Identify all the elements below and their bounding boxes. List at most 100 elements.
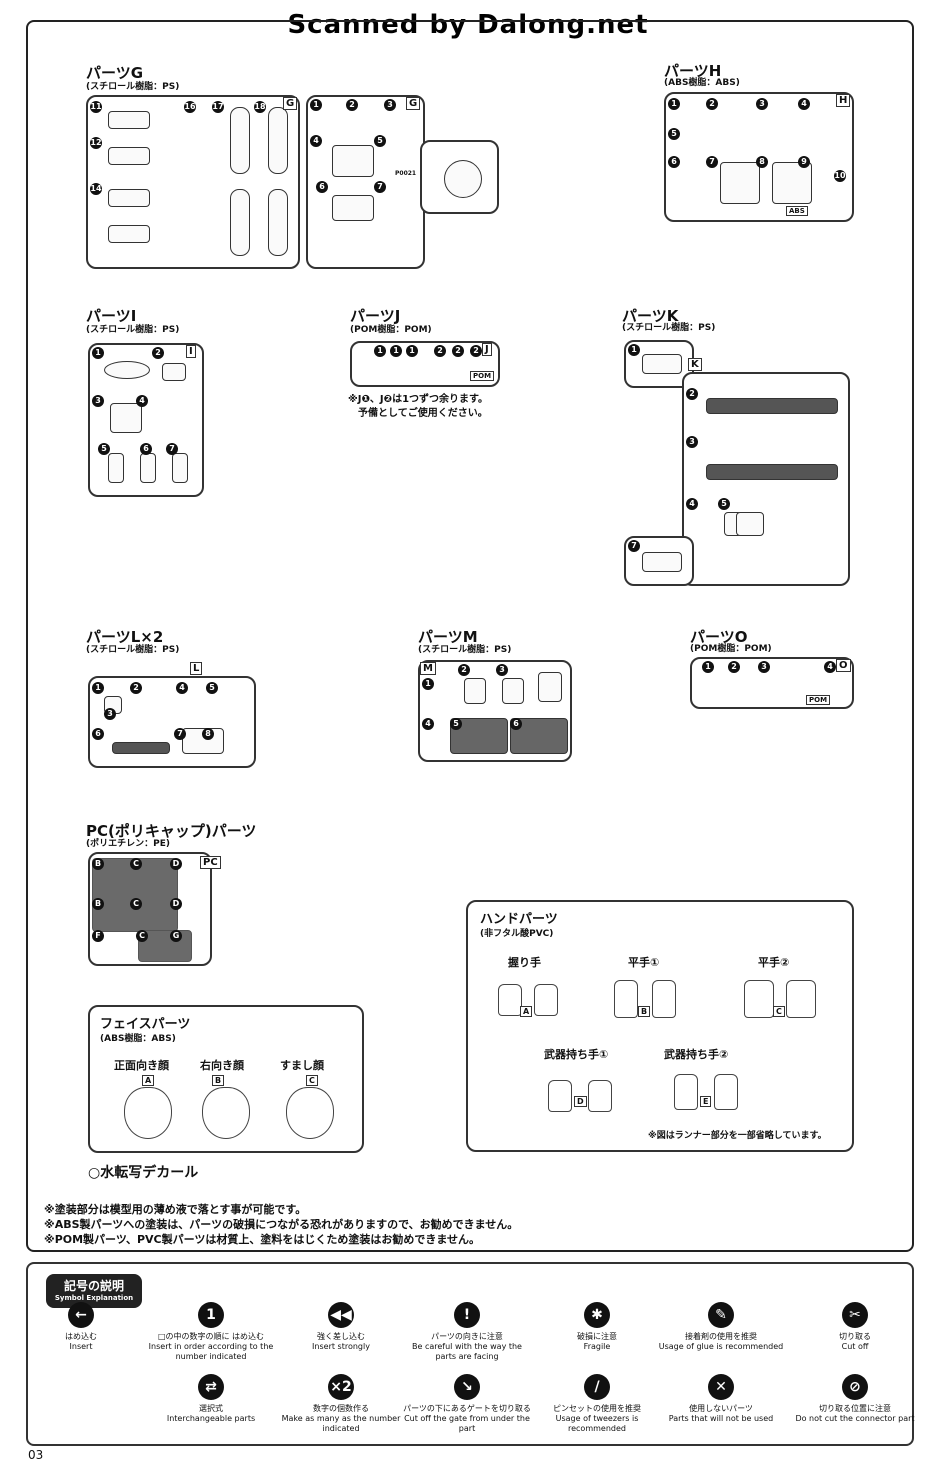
symbol-jp: ピンセットの使用を推奨 <box>553 1404 641 1413</box>
symbol-jp: 使用しないパーツ <box>689 1404 753 1413</box>
hand-label-2: 平手② <box>758 956 790 969</box>
symbol-jp: はめ込む <box>65 1332 97 1341</box>
hand-parts-panel: ハンドパーツ (非フタル酸PVC) 握り手 平手① 平手② A B C 武器持ち… <box>466 900 854 1152</box>
symbol-jp: 選択式 <box>199 1404 223 1413</box>
symbol-jp: 破損に注意 <box>577 1332 617 1341</box>
symbol-icon: ×2 <box>328 1374 354 1400</box>
runner-g-letter-2: G <box>406 97 421 110</box>
symbol-icon: ⇄ <box>198 1374 224 1400</box>
page-number: 03 <box>28 1448 44 1462</box>
face-parts-panel: フェイスパーツ (ABS樹脂：ABS) 正面向き顔 右向き顔 すまし顔 A B … <box>88 1005 364 1153</box>
face-parts-title: フェイスパーツ <box>100 1017 191 1032</box>
symbol-en: Usage of tweezers is recommended <box>555 1414 639 1433</box>
symbol-jp: □の中の数字の順に はめ込む <box>157 1332 265 1341</box>
symbol-en: Parts that will not be used <box>668 1414 774 1423</box>
runner-o-letter: O <box>836 659 851 672</box>
symbol-icon: ✕ <box>708 1374 734 1400</box>
symbol-en: Be careful with the way the parts are fa… <box>412 1342 522 1361</box>
symbol-jp: パーツの下にあるゲートを切り取る <box>403 1404 531 1413</box>
runner-j-material: (POM樹脂：POM) <box>350 325 432 335</box>
runner-k-title: パーツK <box>622 307 679 325</box>
paint-note-0: ※塗装部分は模型用の薄め液で落とす事が可能です。 <box>44 1203 307 1216</box>
runner-j-title: パーツJ <box>350 307 401 325</box>
face-label-2: すまし顔 <box>280 1059 324 1072</box>
runner-g-title: パーツG <box>86 64 144 82</box>
runner-l-material: (スチロール樹脂：PS) <box>86 645 180 655</box>
runner-pc-letter: PC <box>200 856 221 869</box>
scan-credit: Scanned by Dalong.net <box>287 10 649 40</box>
symbol-en: Do not cut the connector part <box>795 1414 915 1423</box>
hand-parts-footnote: ※図はランナー部分を一部省略しています。 <box>648 1131 827 1141</box>
runner-o-material: (POM樹脂：POM) <box>690 644 772 654</box>
symbol-en: Usage of glue is recommended <box>658 1342 784 1351</box>
runner-pc-title: PC(ポリキャップ)パーツ <box>86 822 257 840</box>
symbol-en: Fragile <box>583 1342 611 1351</box>
symbol-jp: 切り取る位置に注意 <box>819 1404 891 1413</box>
symbol-en: Insert <box>69 1342 93 1351</box>
runner-i-title: パーツI <box>86 307 137 325</box>
symbol-jp: 強く差し込む <box>317 1332 365 1341</box>
face-label-0: 正面向き顔 <box>114 1059 169 1072</box>
symbol-icon: / <box>584 1374 610 1400</box>
runner-l-letter: L <box>190 662 203 675</box>
runner-g-letter: G <box>283 97 298 110</box>
runner-k-top: 1 <box>624 340 694 388</box>
symbol-icon: ◀◀ <box>328 1302 354 1328</box>
symbol-icon: ✱ <box>584 1302 610 1328</box>
runner-j-note-1: ※J❶、J❷は1つずつ余ります。 <box>348 394 489 405</box>
symbol-en: Cut off <box>841 1342 869 1351</box>
runner-i-material: (スチロール樹脂：PS) <box>86 325 180 335</box>
face-parts-material: (ABS樹脂：ABS) <box>100 1034 176 1044</box>
runner-h-letter: H <box>836 94 851 107</box>
runner-j-note-2: 予備としてご使用ください。 <box>358 408 488 419</box>
face-label-1: 右向き顔 <box>200 1059 244 1072</box>
runner-k-letter: K <box>688 358 702 371</box>
symbol-en: Make as many as the number indicated <box>281 1414 401 1433</box>
symbol-en: Insert in order according to the number … <box>148 1342 274 1361</box>
symbol-en: Interchangeable parts <box>166 1414 256 1423</box>
symbol-en: Insert strongly <box>312 1342 370 1351</box>
runner-m-letter: M <box>420 662 436 675</box>
runner-h-title: パーツH <box>664 62 722 80</box>
runner-k-bottom: 7 <box>624 536 694 586</box>
runner-k-material: (スチロール樹脂：PS) <box>622 323 716 333</box>
symbol-en: Cut off the gate from under the part <box>404 1414 530 1433</box>
face-calm <box>286 1087 334 1139</box>
paint-note-2: ※POM製パーツ、PVC製パーツは材質上、塗料をはじくため塗装はお勧めできません… <box>44 1233 481 1246</box>
runner-g-material: (スチロール樹脂：PS) <box>86 82 180 92</box>
symbol-icon: ✂ <box>842 1302 868 1328</box>
runner-pc-material: (ポリエチレン：PE) <box>86 839 170 849</box>
symbol-icon: ! <box>454 1302 480 1328</box>
runner-h-material: (ABS樹脂：ABS) <box>664 78 740 88</box>
runner-m-title: パーツM <box>418 628 478 646</box>
symbol-icon: ⊘ <box>842 1374 868 1400</box>
symbol-jp: 接着剤の使用を推奨 <box>685 1332 757 1341</box>
symbol-icon: ✎ <box>708 1302 734 1328</box>
hand-label-3: 武器持ち手① <box>544 1048 609 1061</box>
hand-parts-title: ハンドパーツ <box>480 912 558 927</box>
decal-label: ○水転写デカール <box>88 1165 199 1181</box>
hand-label-0: 握り手 <box>508 956 541 969</box>
paint-note-1: ※ABS製パーツへの塗装は、パーツの破損につながる恐れがありますので、お勧めでき… <box>44 1218 519 1231</box>
runner-m-material: (スチロール樹脂：PS) <box>418 645 512 655</box>
face-front <box>124 1087 172 1139</box>
